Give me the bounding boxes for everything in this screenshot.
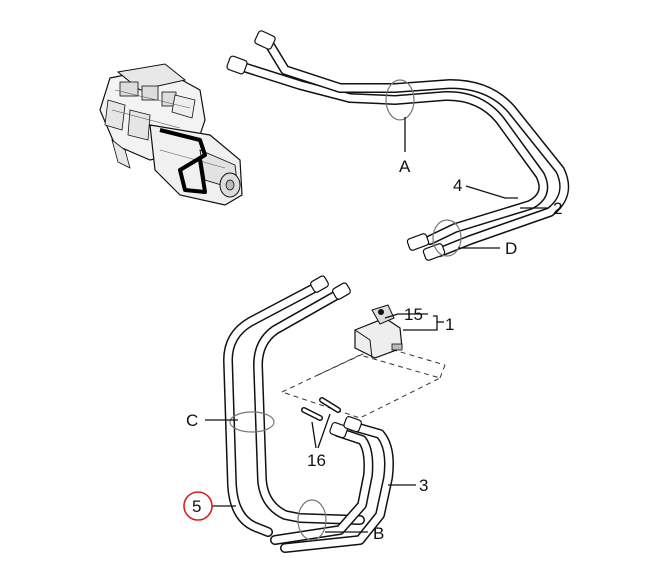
callout-b: B bbox=[373, 524, 384, 543]
callout-4: 4 bbox=[453, 176, 462, 195]
callout-5: 5 bbox=[192, 497, 201, 516]
callout-3: 3 bbox=[419, 476, 428, 495]
callout-a: A bbox=[399, 157, 411, 176]
lower-pipe-assembly bbox=[223, 275, 394, 553]
sensor-component bbox=[354, 304, 403, 359]
callout-1: 1 bbox=[445, 315, 454, 334]
engine-assembly-illustration bbox=[99, 63, 243, 206]
highlight-circle bbox=[183, 491, 213, 521]
bracket-outline bbox=[280, 345, 446, 419]
callout-15: 15 bbox=[404, 305, 423, 324]
callout-16: 16 bbox=[307, 451, 326, 470]
callout-2: 2 bbox=[553, 199, 562, 218]
fittings bbox=[301, 397, 341, 421]
callout-d: D bbox=[505, 239, 517, 258]
callout-c: C bbox=[186, 411, 198, 430]
leader-lines bbox=[205, 117, 548, 533]
upper-pipe-assembly bbox=[226, 30, 570, 261]
